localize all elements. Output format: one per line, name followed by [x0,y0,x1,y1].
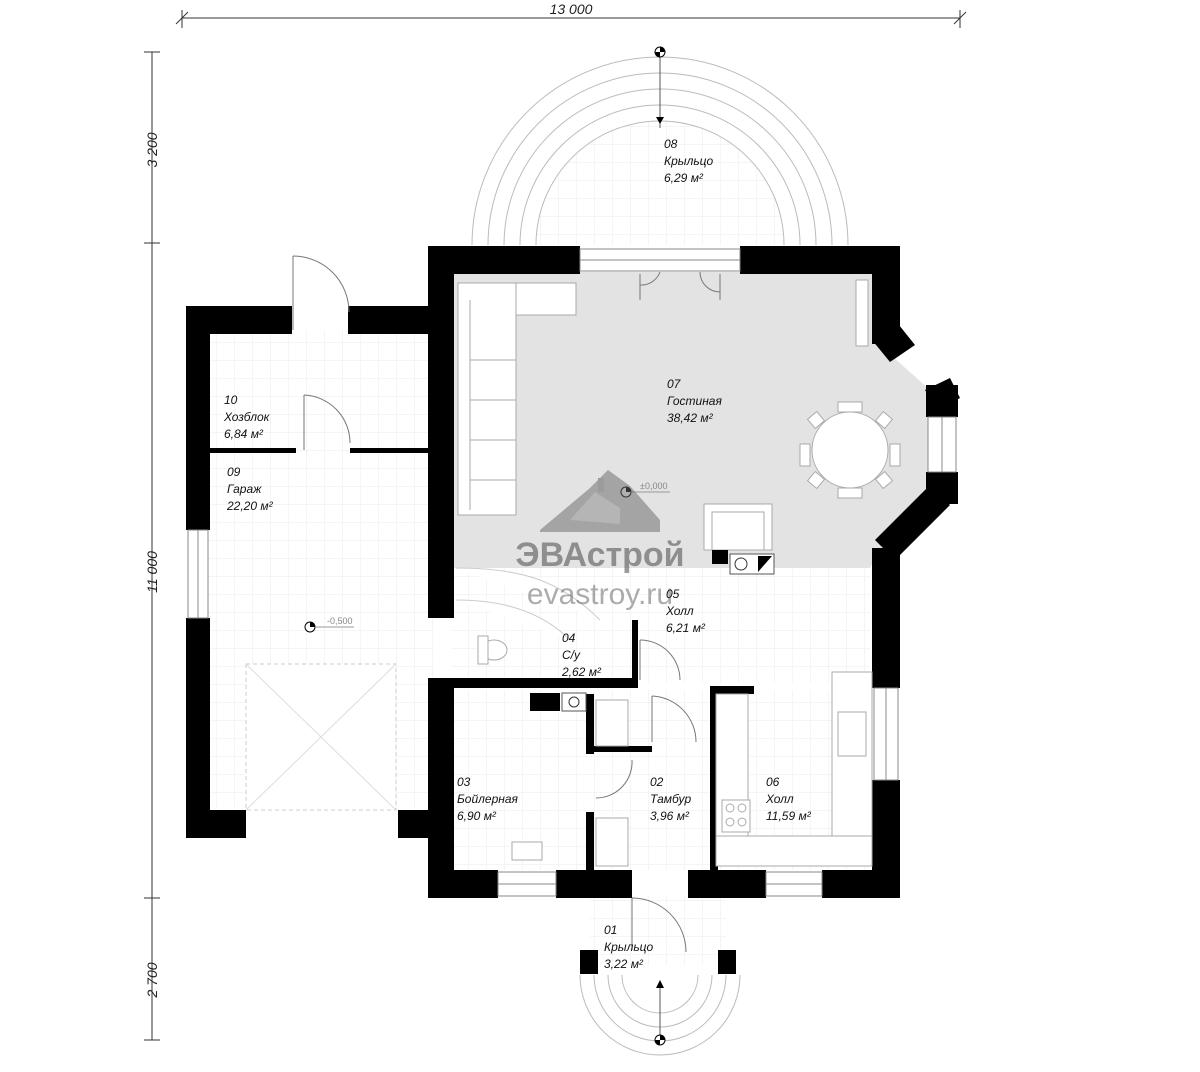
dimension-top: 13 000 [175,1,967,28]
room-area: 3,22 м² [604,957,644,971]
kitchen-sink [837,711,867,757]
dimension-porch-top-label: 3 200 [144,132,160,167]
dimension-main-label: 11 000 [144,551,160,593]
room-area: 6,21 м² [666,621,706,635]
room-name: Холл [765,792,794,806]
utility-panels [530,550,775,712]
room-area: 6,84 м² [224,427,264,441]
room-label-02: 02 Тамбур 3,96 м² [650,775,691,823]
room-name: Крыльцо [604,940,654,954]
boiler-sink [511,841,543,861]
level-marker-garage: -0,500 [304,616,354,633]
room-name: Хозблок [223,410,271,424]
room-area: 6,90 м² [457,809,497,823]
dining-table [811,411,889,489]
dimension-left: 3 200 11 000 2 700 [144,51,160,1041]
room-area: 22,20 м² [226,499,274,513]
room-number: 01 [604,923,617,937]
room-number: 05 [666,587,680,601]
room-area: 3,96 м² [650,809,690,823]
porch-top [471,55,849,246]
room-label-07: 07 Гостиная 38,42 м² [667,377,722,425]
sofa [457,282,517,516]
tv-stand [855,279,869,347]
dimension-porch-bottom-label: 2 700 [144,962,160,998]
room-label-05: 05 Холл 6,21 м² [665,587,706,635]
room-area: 38,42 м² [667,411,714,425]
watermark: ЭВАстрой evastroy.ru [515,470,685,611]
porch-top-marker [654,46,666,124]
room-number: 06 [766,775,780,789]
room-name: Гостиная [667,394,722,408]
walls [186,246,960,974]
room-number: 04 [562,631,576,645]
room-number: 08 [664,137,678,151]
furniture [245,279,901,867]
room-label-04: 04 С/у 2,62 м² [561,631,602,679]
room-label-08: 08 Крыльцо 6,29 м² [664,137,714,185]
room-label-09: 09 Гараж 22,20 м² [226,465,274,513]
partition-storage [208,448,432,453]
wardrobe-lower [595,817,629,867]
windows [187,248,957,897]
room-number: 03 [457,775,471,789]
room-label-06: 06 Холл 11,59 м² [765,775,812,823]
room-number: 07 [667,377,682,391]
room-name: Тамбур [650,792,691,806]
level-garage-text: -0,500 [327,616,353,626]
watermark-brand: ЭВАстрой [515,536,684,574]
watermark-house-icon [540,470,660,532]
room-name: Гараж [227,482,262,496]
room-name: Бойлерная [457,792,519,806]
level-living-text: ±0,000 [640,481,667,491]
room-number: 02 [650,775,664,789]
room-area: 2,62 м² [561,665,602,679]
room-number: 09 [227,465,241,479]
room-label-01: 01 Крыльцо 3,22 м² [604,923,654,971]
floors [208,272,930,965]
porch-bottom-marker [654,980,666,1046]
room-area: 6,29 м² [664,171,704,185]
doors [292,255,721,953]
room-label-10: 10 Хозблок 6,84 м² [223,393,271,441]
wardrobe-upper [595,699,629,747]
room-name: Крыльцо [664,154,714,168]
stove [721,799,751,833]
room-number: 10 [224,393,238,407]
room-name: С/у [562,648,581,662]
room-area: 11,59 м² [766,809,812,823]
watermark-site: evastroy.ru [527,578,673,611]
room-label-03: 03 Бойлерная 6,90 м² [457,775,519,823]
dimension-top-label: 13 000 [550,1,593,17]
room-name: Холл [665,604,694,618]
